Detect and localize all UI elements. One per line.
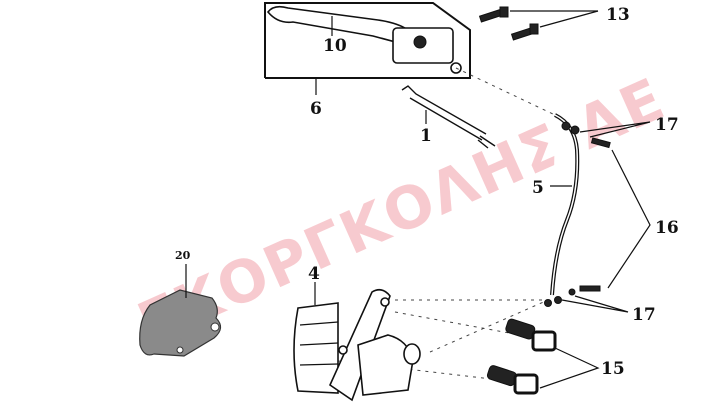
- bolts-13: [478, 6, 599, 41]
- brake-light-switch: [401, 85, 496, 149]
- callout-15: 15: [601, 359, 625, 379]
- callout-20: 20: [175, 249, 191, 262]
- brake-lever: [266, 5, 415, 45]
- master-cylinder-assembly: [264, 2, 471, 95]
- callout-17-top: 17: [655, 115, 679, 135]
- callout-17-bottom: 17: [632, 305, 656, 325]
- callout-16: 16: [655, 218, 679, 238]
- callout-10: 10: [323, 36, 347, 56]
- reservoir-cap: [413, 35, 427, 49]
- brake-caliper: [293, 282, 421, 402]
- callout-13: 13: [606, 5, 630, 25]
- callout-5: 5: [532, 178, 544, 198]
- caliper-body: [293, 302, 339, 394]
- callout-6: 6: [310, 99, 322, 119]
- callout-4: 4: [308, 264, 320, 284]
- brake-hose: [544, 113, 580, 307]
- callout-1: 1: [420, 126, 432, 146]
- bleeder-screws-15: [486, 318, 600, 395]
- brake-pads: [139, 264, 222, 357]
- banjo-bolts-16: [568, 137, 651, 296]
